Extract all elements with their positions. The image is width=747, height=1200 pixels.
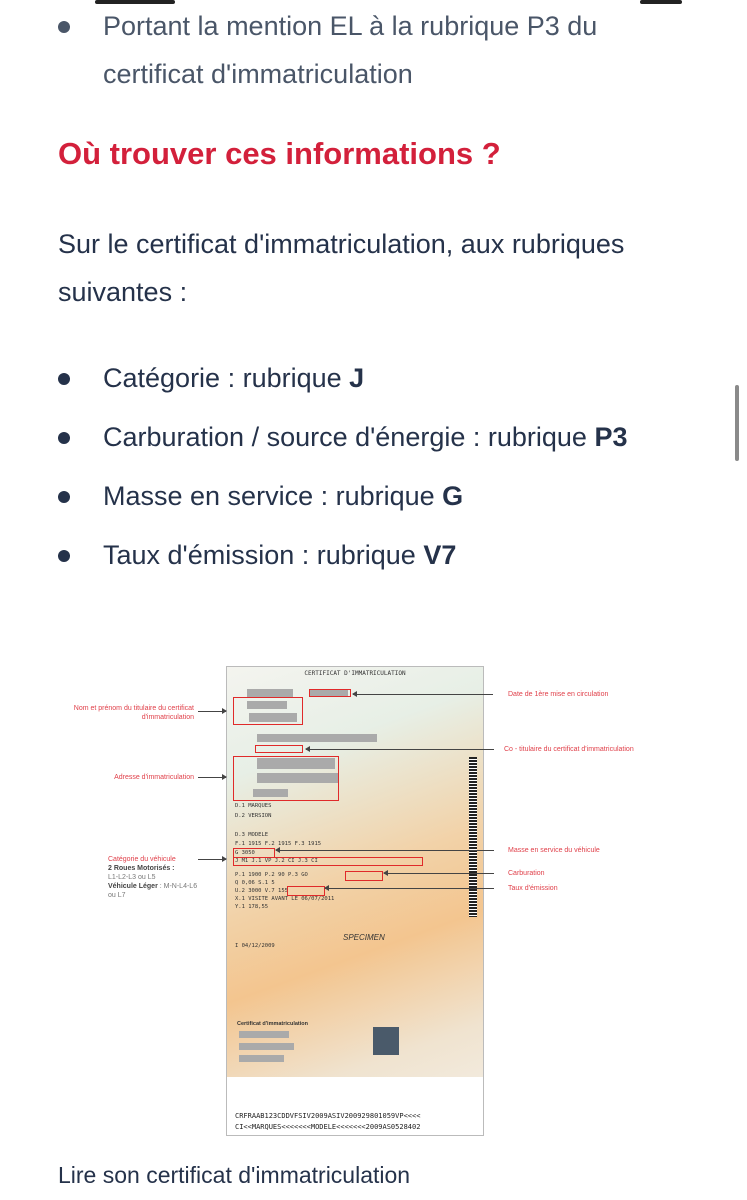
annotation-date: Date de 1ère mise en circulation xyxy=(508,691,609,698)
vl-value: : M-N-L4-L6 ou L7 xyxy=(108,883,198,899)
list-item: Catégorie : rubrique J xyxy=(58,354,698,402)
item-code: G xyxy=(442,481,464,511)
list-item: Taux d'émission : rubrique V7 xyxy=(58,531,698,579)
mrz-line: CRFRAAB123CDDVFSIV2009ASIV200929801059VP… xyxy=(235,1112,421,1120)
item-label: Masse en service : rubrique xyxy=(103,481,443,511)
annotation-categorie: Catégorie du véhicule 2 Roues Motorisés … xyxy=(108,855,198,900)
section-paragraph: Sur le certificat d'immatriculation, aux… xyxy=(58,229,625,307)
cert-field: G 3050 xyxy=(235,850,255,856)
item-code: J xyxy=(349,363,365,393)
specimen-text: SPECIMEN xyxy=(343,933,385,942)
list-item: Masse en service : rubrique G xyxy=(58,472,698,520)
annotation-nom: Nom et prénom du titulaire du certificat… xyxy=(73,705,194,721)
cert-field: J M1 J.1 VP J.2 CI J.3 CI xyxy=(235,858,318,864)
item-label: Taux d'émission : rubrique xyxy=(103,540,424,570)
categorie-title: Catégorie du véhicule xyxy=(108,856,176,863)
scrollbar[interactable] xyxy=(735,385,739,461)
list-item: Portant la mention EL à la rubrique P3 d… xyxy=(58,2,678,98)
cert-label: Certificat d'immatriculation xyxy=(237,1021,308,1027)
item-code: P3 xyxy=(594,422,628,452)
item-label: Catégorie : rubrique xyxy=(103,363,350,393)
certificate-image: CERTIFICAT D'IMMATRICULATION D.1 MARQUES… xyxy=(226,666,484,1136)
annotation-cotitulaire: Co - titulaire du certificat d'immatricu… xyxy=(504,746,634,753)
item-label: Carburation / source d'énergie : rubriqu… xyxy=(103,422,595,452)
figure-caption: Lire son certificat d'immatriculation xyxy=(58,1162,411,1188)
mrz-line: CI<<MARQUES<<<<<<<MODELE<<<<<<<2009AS052… xyxy=(235,1123,421,1131)
section-heading: Où trouver ces informations ? xyxy=(58,136,501,171)
cert-field: X.1 VISITE AVANT LE 06/07/2011 xyxy=(235,896,335,902)
intro-list: Portant la mention EL à la rubrique P3 d… xyxy=(58,2,678,98)
status-bar-remnant xyxy=(0,0,747,6)
cert-field: F.1 1915 F.2 1915 F.3 1915 xyxy=(235,841,322,847)
annotation-adresse: Adresse d'immatriculation xyxy=(114,774,194,781)
vl-label: Véhicule Léger xyxy=(108,883,158,890)
cert-field: D.2 VERSION xyxy=(235,813,272,819)
cert-field: I 04/12/2009 xyxy=(235,943,275,949)
hologram xyxy=(373,1027,399,1055)
list-item: Carburation / source d'énergie : rubriqu… xyxy=(58,413,698,461)
cert-field: U.2 3000 V.7 155 xyxy=(235,888,288,894)
annotation-carburation: Carburation xyxy=(508,870,545,877)
cert-title: CERTIFICAT D'IMMATRICULATION xyxy=(304,670,406,677)
deux-roues-value: L1-L2-L3 ou L5 xyxy=(108,874,156,881)
annotation-taux: Taux d'émission xyxy=(508,885,558,892)
cert-field: P.1 1900 P.2 90 P.3 GO xyxy=(235,872,308,878)
cert-field: Q 0,06 S.1 5 xyxy=(235,880,275,886)
item-code: V7 xyxy=(423,540,457,570)
rubrique-list: Catégorie : rubrique J Carburation / sou… xyxy=(58,354,698,579)
cert-field: D.1 MARQUES xyxy=(235,803,272,809)
barcode xyxy=(469,757,477,917)
annotation-masse: Masse en service du véhicule xyxy=(508,847,600,854)
deux-roues-label: 2 Roues Motorisés : xyxy=(108,865,175,872)
cert-field: Y.1 178,55 xyxy=(235,904,269,910)
cert-field: D.3 MODELE xyxy=(235,832,269,838)
